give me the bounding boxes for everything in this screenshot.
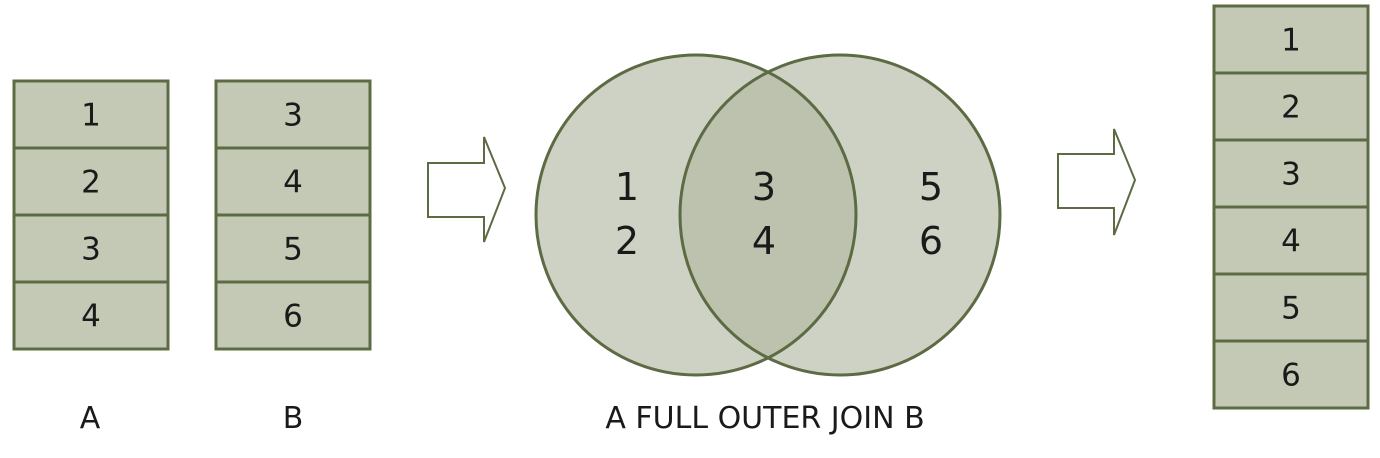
result-table-value: 3 — [1281, 157, 1301, 193]
table-b-value: 6 — [283, 299, 303, 335]
venn-diagram: 1 2 3 4 5 6 — [534, 53, 1002, 377]
table-a-label: A — [80, 401, 101, 436]
table-a-cell — [12, 280, 170, 351]
table-a-value: 4 — [81, 299, 101, 335]
table-a-value: 1 — [81, 98, 101, 134]
venn-right-value: 6 — [919, 219, 943, 263]
result-table-value: 1 — [1281, 23, 1301, 59]
venn-intersection — [679, 72, 857, 358]
arrow-right-icon — [1057, 128, 1137, 236]
venn-circle-a-outline — [534, 53, 858, 377]
venn-intersection-value: 4 — [752, 219, 776, 263]
table-b-cell — [214, 280, 372, 351]
venn-right-value: 5 — [919, 165, 943, 209]
result-table-cell — [1212, 339, 1370, 410]
venn-intersection-value: 3 — [752, 165, 776, 209]
venn-circle-b-outline — [678, 53, 1002, 377]
result-table-cell — [1212, 71, 1370, 142]
table-a-value: 2 — [81, 165, 101, 201]
table-b-value: 5 — [283, 232, 303, 268]
table-a: 1 2 3 4 — [12, 79, 170, 351]
table-b-value: 4 — [283, 165, 303, 201]
venn-left-value: 1 — [615, 165, 639, 209]
table-a-cell — [12, 146, 170, 217]
result-table-value: 6 — [1281, 358, 1301, 394]
table-b-cell — [214, 146, 372, 217]
result-table-value: 5 — [1281, 291, 1301, 327]
table-b-label: B — [283, 401, 304, 436]
venn-caption: A FULL OUTER JOIN B — [605, 401, 924, 436]
result-table-cell — [1212, 138, 1370, 209]
table-a-value: 3 — [81, 232, 101, 268]
arrow-right-icon — [427, 136, 507, 243]
result-table-cell — [1212, 272, 1370, 343]
result-table-value: 2 — [1281, 90, 1301, 126]
table-a-cell — [12, 79, 170, 150]
result-table: 1 2 3 4 5 6 — [1212, 4, 1370, 410]
result-table-value: 4 — [1281, 224, 1301, 260]
table-b-value: 3 — [283, 98, 303, 134]
venn-left-value: 2 — [615, 219, 639, 263]
table-b: 3 4 5 6 — [214, 79, 372, 351]
